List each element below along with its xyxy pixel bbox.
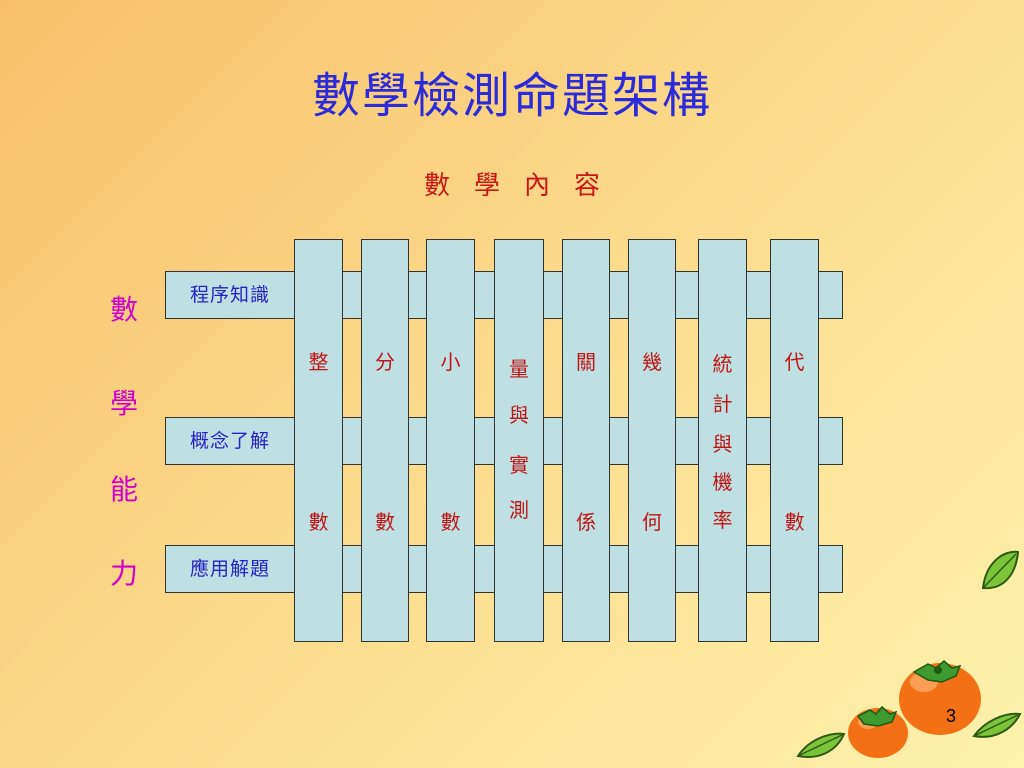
post-fractions: 分 數 [361,239,409,642]
post-char: 代 [784,350,805,374]
post-statistics-probability: 統 計 與 機 率 [698,239,747,642]
post-algebra: 代 數 [770,239,819,642]
post-char: 數 [440,510,461,534]
row-label-procedural: 程序知識 [189,284,270,306]
post-char: 數 [308,510,329,534]
post-char: 與 [509,403,529,427]
ability-char: 能 [109,473,138,506]
persimmon-icon [848,705,908,758]
ability-char: 數 [109,293,138,326]
row-label-problem-solving: 應用解題 [189,558,270,580]
persimmon-icon [899,660,981,735]
row-label-conceptual: 概念了解 [189,430,270,452]
post-char: 數 [375,510,395,534]
post-geometry: 幾 何 [628,239,676,642]
post-integers: 整 數 [294,239,343,642]
ability-char: 學 [109,387,138,420]
post-char: 率 [712,508,733,532]
post-char: 整 [308,350,329,374]
post-char: 與 [712,432,733,456]
subtitle-char: 學 [473,171,500,201]
leaf-icon [972,712,1022,738]
post-char: 實 [509,453,529,477]
post-char: 量 [509,357,529,381]
slide-title: 數學檢測命題架構 [311,68,712,124]
math-content-heading: 數學內容 [0,168,1024,204]
post-decimals: 小 數 [426,239,475,642]
leaf-icon [981,550,1020,590]
post-char: 分 [375,350,395,374]
post-relations: 關 係 [562,239,610,642]
persimmon-leaf-decoration [796,550,1022,758]
post-char: 幾 [642,350,662,374]
post-char: 小 [440,350,461,374]
post-char: 何 [642,510,662,534]
post-char: 關 [576,350,596,374]
leaf-icon [796,732,846,758]
subtitle-char: 數 [423,171,450,201]
post-char: 機 [712,470,733,494]
post-measurement: 量 與 實 測 [494,239,544,642]
subtitle-char: 容 [574,171,601,201]
post-char: 測 [509,498,529,522]
post-char: 統 [712,352,733,376]
post-char: 計 [712,392,733,416]
post-char: 係 [576,510,596,534]
subtitle-char: 內 [524,171,551,201]
post-char: 數 [784,510,805,534]
ability-char: 力 [109,557,138,590]
page-number: 3 [946,706,957,726]
